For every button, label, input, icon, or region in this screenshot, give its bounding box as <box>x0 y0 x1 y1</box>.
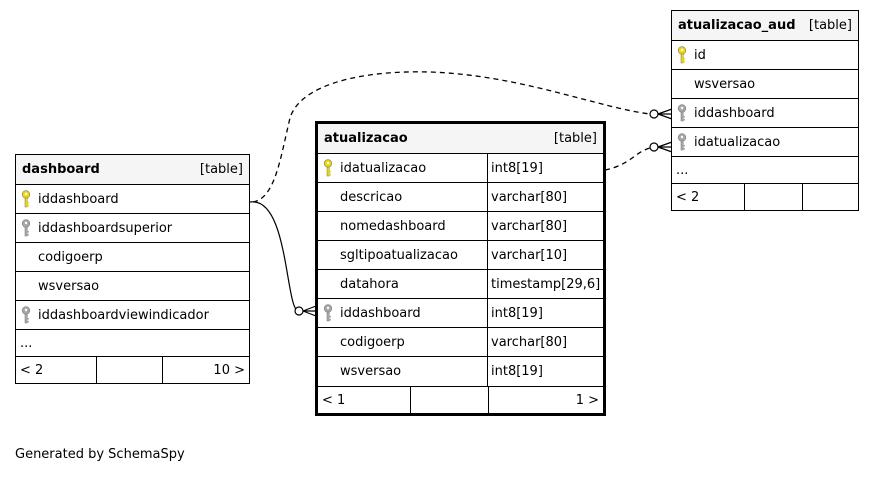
column-row[interactable]: wsversao <box>672 70 858 99</box>
relationship-atualizacao-atualizacao-aud <box>604 147 651 171</box>
primary-key-icon <box>16 190 36 208</box>
primary-key-icon <box>318 159 338 177</box>
children-count[interactable] <box>802 184 858 210</box>
column-row[interactable]: wsversao <box>16 272 249 301</box>
column-name: iddashboardviewindicador <box>38 307 209 323</box>
foreign-key-icon <box>672 104 692 122</box>
column-name: sgltipoatualizacao <box>340 247 458 263</box>
column-type: int8[19] <box>487 357 603 386</box>
ellipsis: ... <box>676 162 689 178</box>
crowfoot-marker <box>657 108 673 120</box>
column-type: int8[19] <box>487 154 603 182</box>
column-row[interactable]: sgltipoatualizacao varchar[10] <box>318 241 603 270</box>
foreign-key-icon <box>16 219 36 237</box>
column-row[interactable]: idatualizacao int8[19] <box>318 154 603 183</box>
table-footer: < 2 10 > <box>16 356 249 383</box>
column-name: wsversao <box>340 364 402 379</box>
column-name: iddashboard <box>694 105 775 121</box>
column-row[interactable]: iddashboardsuperior <box>16 214 249 243</box>
more-columns-row: ... <box>672 157 858 183</box>
table-kind: [table] <box>199 162 243 177</box>
children-count[interactable]: 10 > <box>162 357 249 383</box>
column-row[interactable]: descricao varchar[80] <box>318 183 603 212</box>
column-name: codigoerp <box>38 249 103 265</box>
column-list: iddashboard iddashboardsuperior codigoerp w… <box>16 185 249 330</box>
column-type: int8[19] <box>487 299 603 327</box>
column-row[interactable]: codigoerp varchar[80] <box>318 328 603 357</box>
column-row[interactable]: codigoerp <box>16 243 249 272</box>
optional-marker <box>294 306 304 316</box>
column-type: varchar[10] <box>487 241 603 269</box>
column-name: codigoerp <box>340 334 405 350</box>
crowfoot-marker <box>657 141 673 153</box>
column-list: id wsversao iddashboard idatualizacao <box>672 41 858 157</box>
table-header: atualizacao_aud [table] <box>672 11 858 41</box>
column-row[interactable]: iddashboard <box>672 99 858 128</box>
table-kind: [table] <box>553 131 597 146</box>
column-name: iddashboardsuperior <box>38 220 173 236</box>
footer-middle <box>744 184 802 210</box>
table-name[interactable]: dashboard <box>22 162 100 177</box>
column-row[interactable]: id <box>672 41 858 70</box>
parents-count[interactable]: < 2 <box>676 189 700 205</box>
column-row[interactable]: wsversao int8[19] <box>318 357 603 386</box>
column-type: varchar[80] <box>487 183 603 211</box>
relationship-dashboard-atualizacao <box>249 201 301 312</box>
foreign-key-icon <box>16 306 36 324</box>
table-name[interactable]: atualizacao <box>324 131 408 146</box>
column-row[interactable]: datahora timestamp[29,6] <box>318 270 603 299</box>
footer-middle <box>96 357 162 383</box>
column-row[interactable]: iddashboardviewindicador <box>16 301 249 330</box>
parents-count[interactable]: < 1 <box>322 392 346 408</box>
column-name: descricao <box>340 189 403 205</box>
column-name: datahora <box>340 276 399 292</box>
foreign-key-icon <box>672 133 692 151</box>
column-row[interactable]: nomedashboard varchar[80] <box>318 212 603 241</box>
parents-count[interactable]: < 2 <box>20 362 44 378</box>
table-header: atualizacao [table] <box>318 124 603 154</box>
optional-marker <box>649 142 659 152</box>
column-name: id <box>694 47 706 63</box>
column-type: varchar[80] <box>487 328 603 356</box>
crowfoot-marker <box>302 305 317 317</box>
column-name: iddashboard <box>38 191 119 207</box>
table-header: dashboard [table] <box>16 155 249 185</box>
table-kind: [table] <box>808 18 852 33</box>
column-row[interactable]: idatualizacao <box>672 128 858 157</box>
column-type: timestamp[29,6] <box>487 270 603 298</box>
column-list: idatualizacao int8[19] descricao varchar[80… <box>318 154 603 386</box>
column-name: idatualizacao <box>694 134 781 150</box>
column-name: wsversao <box>694 76 756 92</box>
column-row[interactable]: iddashboard <box>16 185 249 214</box>
column-name: nomedashboard <box>340 218 446 234</box>
relationship-dashboard-atualizacao-aud <box>252 71 651 203</box>
table-atualizacao[interactable]: atualizacao [table] idatualizacao int8[19… <box>315 121 606 416</box>
column-name: wsversao <box>38 278 100 294</box>
optional-marker <box>649 109 659 119</box>
column-type: varchar[80] <box>487 212 603 240</box>
foreign-key-icon <box>318 304 338 322</box>
ellipsis: ... <box>20 335 33 351</box>
more-columns-row: ... <box>16 330 249 356</box>
table-atualizacao-aud[interactable]: atualizacao_aud [table] id wsversao iddash… <box>671 10 859 211</box>
table-footer: < 1 1 > <box>318 386 603 413</box>
table-name[interactable]: atualizacao_aud <box>678 18 796 33</box>
column-row[interactable]: iddashboard int8[19] <box>318 299 603 328</box>
column-name: iddashboard <box>340 305 421 321</box>
column-name: idatualizacao <box>340 160 427 176</box>
footer-middle <box>410 387 488 413</box>
generated-by-caption: Generated by SchemaSpy <box>15 447 185 462</box>
table-footer: < 2 <box>672 183 858 210</box>
primary-key-icon <box>672 46 692 64</box>
children-count[interactable]: 1 > <box>488 387 603 413</box>
